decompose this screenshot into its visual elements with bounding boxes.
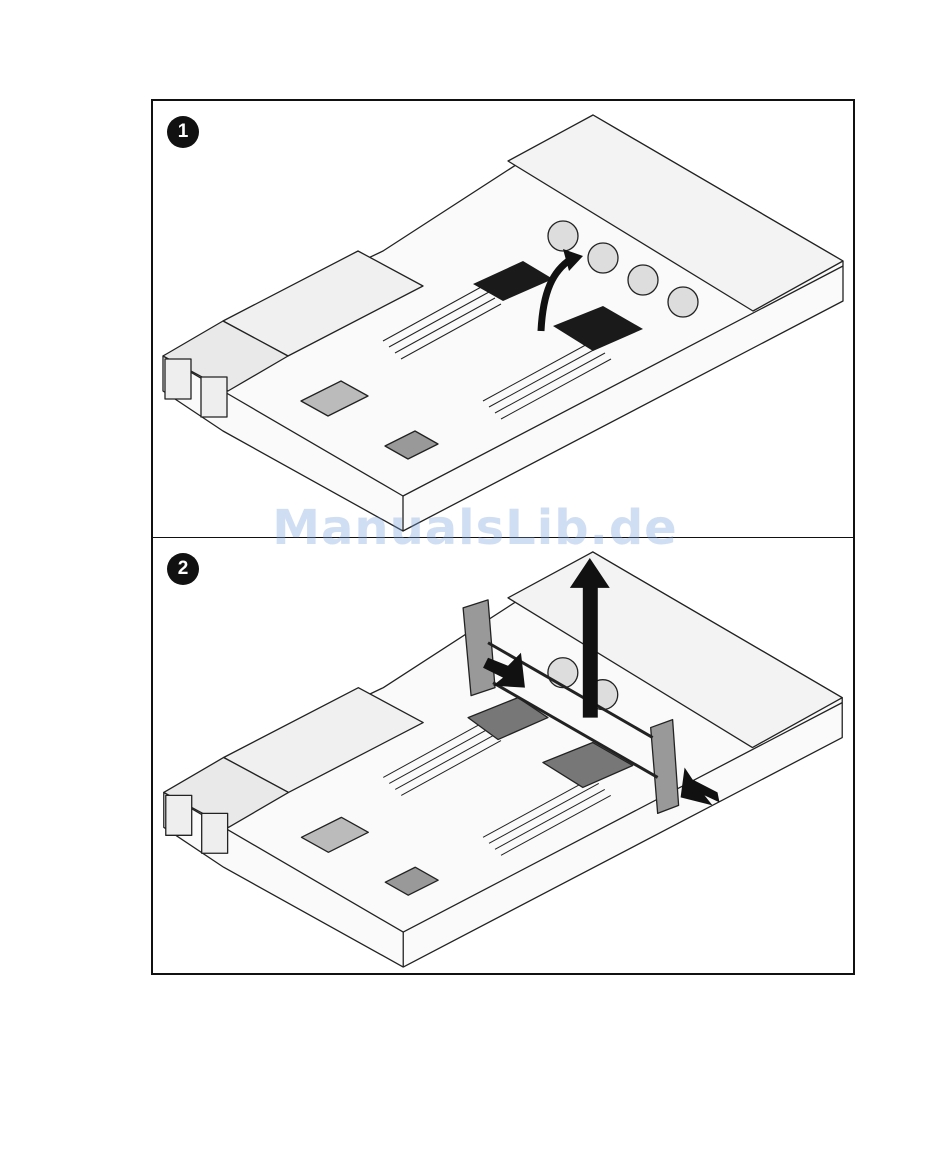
server-air-duct-removal-illustration — [153, 538, 853, 973]
step-number-badge: 1 — [167, 116, 199, 148]
step-1-panel: 1 — [153, 101, 853, 537]
server-illustration-figure: 1 — [151, 99, 855, 975]
server-chassis-open-illustration — [153, 101, 853, 537]
step-number-badge: 2 — [167, 553, 199, 585]
step-2-panel: 2 — [153, 537, 853, 973]
